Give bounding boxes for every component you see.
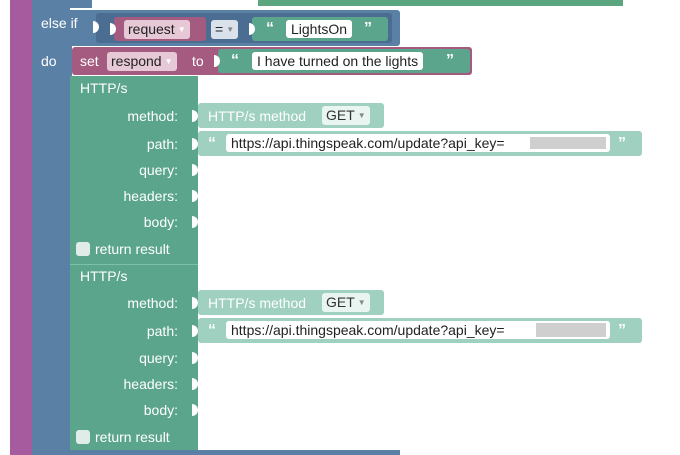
open-quote-icon: “	[208, 135, 216, 152]
http-method-label: HTTP/s method	[208, 108, 307, 124]
method-label: method:	[127, 295, 178, 311]
request-connector	[110, 23, 116, 35]
lightson-field[interactable]: LightsOn	[286, 20, 353, 38]
path-label: path:	[146, 323, 178, 339]
http-request-block[interactable]	[70, 76, 198, 264]
return-result-label: return result	[95, 241, 170, 257]
procedure-rail	[10, 0, 32, 455]
chevron-down-icon: ▼	[226, 25, 235, 34]
close-quote-icon: ”	[618, 135, 626, 152]
close-quote-icon: ”	[618, 322, 626, 339]
open-quote-icon: “	[266, 20, 274, 37]
request-dropdown-label: request	[128, 21, 175, 37]
http-method-label: HTTP/s method	[208, 295, 307, 311]
url-field[interactable]: https://api.thingspeak.com/update?api_ke…	[226, 134, 610, 152]
previous-block-edge	[258, 0, 623, 6]
path-input-connector	[192, 138, 198, 150]
method-value: GET	[326, 107, 355, 123]
block-divider	[70, 264, 198, 265]
do-label: do	[41, 53, 57, 69]
chevron-down-icon: ▼	[164, 57, 173, 66]
path-label: path:	[146, 136, 178, 152]
respond-text-field[interactable]: I have turned on the lights	[252, 52, 424, 70]
query-label: query:	[139, 350, 178, 366]
redacted-api-key	[530, 137, 606, 149]
method-label: method:	[127, 108, 178, 124]
redacted-api-key	[536, 323, 606, 337]
url-text: https://api.thingspeak.com/update?api_ke…	[231, 322, 505, 338]
respond-dropdown[interactable]: respond▼	[107, 52, 177, 71]
open-quote-icon: “	[231, 52, 239, 69]
method-input-connector	[192, 297, 198, 309]
request-dropdown[interactable]: request▼	[124, 20, 190, 39]
previous-blue-edge	[32, 0, 92, 8]
return-result-checkbox[interactable]	[76, 242, 90, 256]
body-label: body:	[143, 402, 178, 418]
body-label: body:	[143, 214, 178, 230]
headers-label: headers:	[123, 188, 178, 204]
if-block-body[interactable]	[32, 8, 70, 455]
body-input-connector[interactable]	[192, 404, 198, 416]
method-dropdown[interactable]: GET▼	[322, 293, 370, 312]
http-request-block[interactable]	[70, 265, 198, 450]
else-if-label: else if	[41, 15, 78, 31]
return-result-checkbox[interactable]	[76, 430, 90, 444]
headers-label: headers:	[123, 376, 178, 392]
open-quote-icon: “	[208, 322, 216, 339]
chevron-down-icon: ▼	[357, 111, 366, 120]
http-block-title: HTTP/s	[80, 80, 128, 96]
respond-connector	[214, 55, 220, 67]
next-block-edge	[70, 450, 400, 455]
headers-input-connector[interactable]	[192, 190, 198, 202]
method-value: GET	[326, 294, 355, 310]
operator-label: =	[215, 21, 224, 37]
body-input-connector[interactable]	[192, 216, 198, 228]
close-quote-icon: ”	[364, 20, 372, 37]
chevron-down-icon: ▼	[177, 25, 186, 34]
headers-input-connector[interactable]	[192, 378, 198, 390]
return-result-label: return result	[95, 429, 170, 445]
method-dropdown[interactable]: GET▼	[322, 106, 370, 125]
query-input-connector[interactable]	[192, 164, 198, 176]
do-row[interactable]	[32, 46, 72, 76]
to-label: to	[192, 53, 204, 69]
path-input-connector	[192, 325, 198, 337]
operator-dropdown[interactable]: =▼	[211, 20, 239, 39]
query-label: query:	[139, 162, 178, 178]
query-input-connector[interactable]	[192, 352, 198, 364]
chevron-down-icon: ▼	[357, 298, 366, 307]
close-quote-icon: ”	[446, 52, 454, 69]
compare-connector	[93, 21, 99, 33]
respond-dropdown-label: respond	[111, 53, 162, 69]
lightson-connector	[249, 23, 255, 35]
http-block-title: HTTP/s	[80, 268, 128, 284]
set-label: set	[80, 53, 99, 69]
url-text: https://api.thingspeak.com/update?api_ke…	[231, 135, 505, 151]
url-field[interactable]: https://api.thingspeak.com/update?api_ke…	[226, 321, 610, 339]
method-input-connector	[192, 110, 198, 122]
